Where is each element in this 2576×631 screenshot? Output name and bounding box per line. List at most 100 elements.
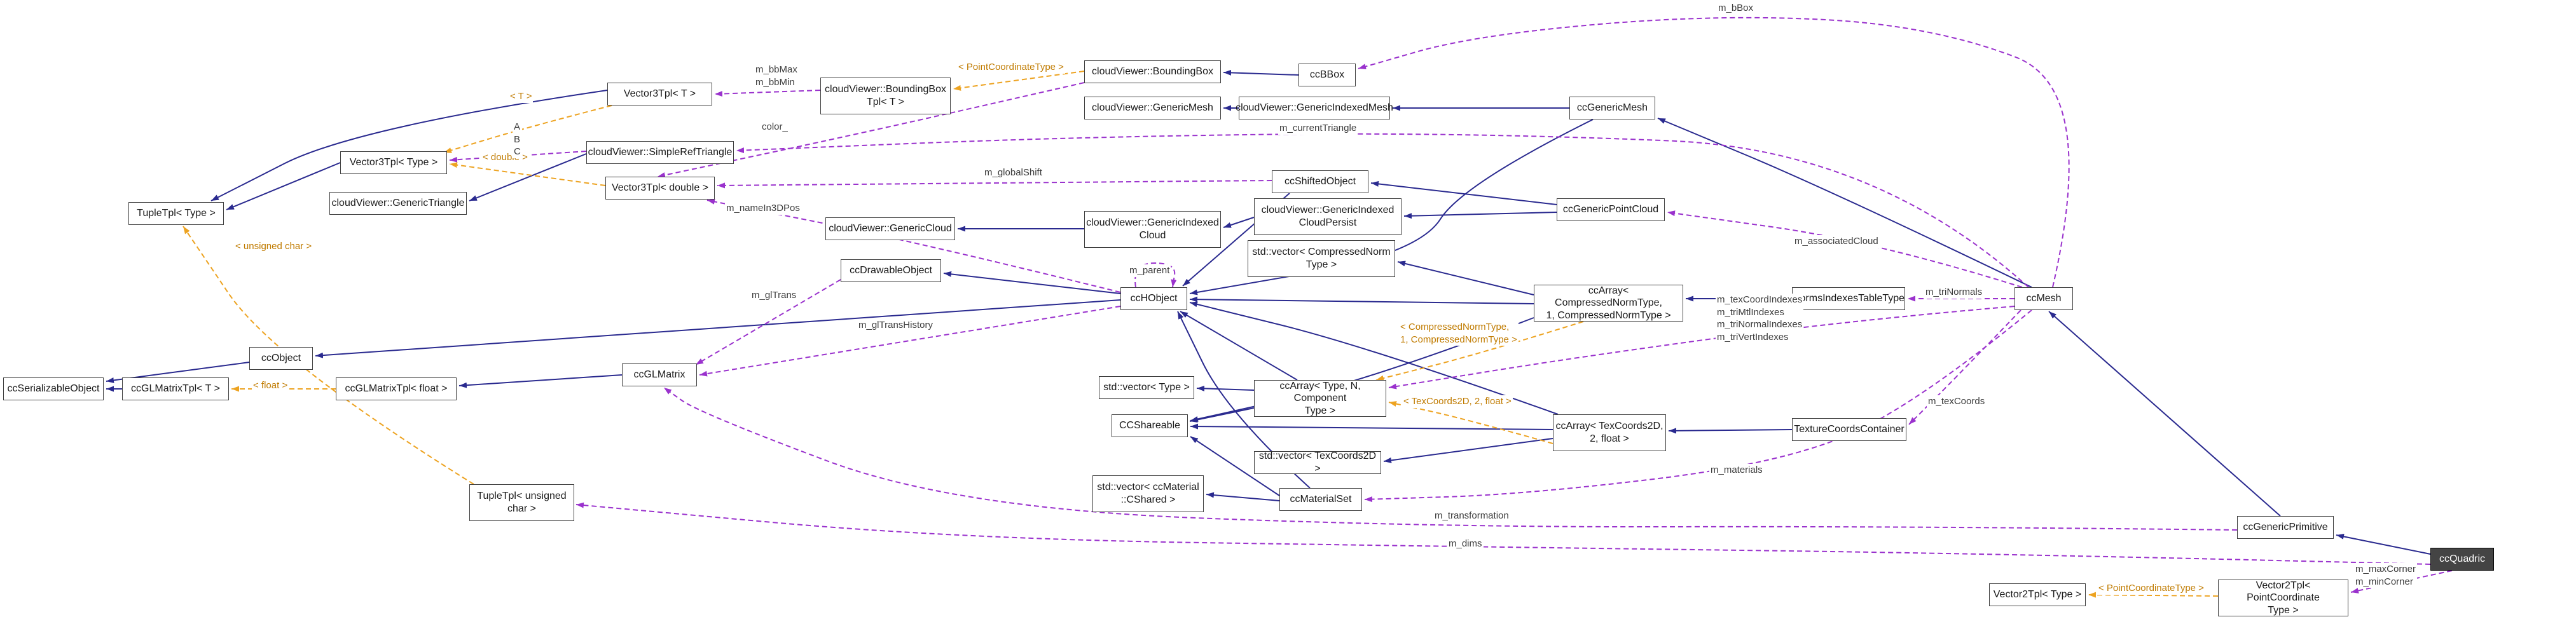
- edge-shifted-to-vec3_double: [717, 180, 1272, 189]
- edge-ccmesh-to-simpletri: [736, 133, 2029, 288]
- edge-ccmesh-to-ccbbox: [1358, 17, 2070, 288]
- edge-ccarray_tpl-to-cchobject: [1180, 311, 1298, 381]
- edge-vec3_t-to-vec3_type: [443, 105, 612, 153]
- class-node-shareable[interactable]: CCShareable: [1112, 414, 1188, 437]
- class-node-vec2_type[interactable]: Vector2Tpl< Type >: [1989, 583, 2086, 606]
- edge-ccarray_cnorm-to-cchobject: [1189, 296, 1534, 304]
- edge-label-m-namein3dpos: m_nameIn3DPos: [725, 202, 801, 215]
- class-node-ccarray_tex[interactable]: ccArray< TexCoords2D, 2, float >: [1553, 414, 1666, 451]
- class-node-genidxcloudpersist[interactable]: cloudViewer::GenericIndexed CloudPersist: [1254, 198, 1402, 235]
- edge-label-color: color_: [761, 121, 789, 133]
- class-node-vec2_pct[interactable]: Vector2Tpl< PointCoordinate Type >: [2218, 580, 2348, 616]
- edge-label-m-texcoords: m_texCoords: [1927, 395, 1987, 408]
- class-node-ccarray_tpl[interactable]: ccArray< Type, N, Component Type >: [1254, 380, 1386, 417]
- edge-ccquadric-to-ccgenprim: [2336, 533, 2431, 555]
- edge-label-m-gltrans: m_glTrans: [750, 289, 798, 302]
- class-node-vec_material[interactable]: std::vector< ccMaterial ::CShared >: [1092, 475, 1204, 512]
- edge-bbox-to-vec3_double: [657, 82, 1085, 178]
- class-node-genidxcloud[interactable]: cloudViewer::GenericIndexed Cloud: [1084, 211, 1221, 248]
- class-node-simpletri[interactable]: cloudViewer::SimpleRefTriangle: [586, 141, 734, 164]
- edge-label-m-maxcorner: m_maxCorner m_minCorner: [2354, 563, 2418, 588]
- edge-glmatrix-to-glmat_float: [458, 374, 623, 388]
- class-node-bbox[interactable]: cloudViewer::BoundingBox: [1084, 60, 1221, 83]
- edge-label-pointcoordinatetype: < PointCoordinateType >: [2097, 582, 2205, 595]
- class-node-serializable[interactable]: ccSerializableObject: [3, 377, 104, 400]
- edge-label-m-associatedcloud: m_associatedCloud: [1793, 235, 1880, 248]
- edge-drawable-to-glmatrix: [695, 279, 841, 365]
- class-node-tuple_type[interactable]: TupleTpl< Type >: [128, 202, 224, 225]
- class-node-cchobject[interactable]: ccHObject: [1120, 287, 1187, 310]
- class-node-materialset[interactable]: ccMaterialSet: [1279, 488, 1362, 511]
- class-node-vec_type[interactable]: std::vector< Type >: [1099, 376, 1194, 399]
- edge-ccarray_tpl-to-vec_type: [1196, 385, 1255, 391]
- class-node-normstable[interactable]: NormsIndexesTableType: [1792, 287, 1905, 310]
- class-node-ccgenpc[interactable]: ccGenericPointCloud: [1557, 198, 1665, 221]
- edge-vec3_type-to-tuple_type: [226, 162, 341, 210]
- edge-label-texcoords2d-2-float: < TexCoords2D, 2, float >: [1402, 395, 1513, 408]
- edge-ccmesh-to-ccgenmesh: [1657, 118, 2032, 288]
- edge-ccmesh-to-ccarray_tpl: [1388, 306, 2015, 390]
- class-node-vec3_type[interactable]: Vector3Tpl< Type >: [340, 151, 447, 174]
- edge-tuple_uchar-to-tuple_type: [183, 226, 474, 485]
- class-node-tuple_uchar[interactable]: TupleTpl< unsigned char >: [469, 484, 574, 521]
- edge-label-pointcoordinatetype: < PointCoordinateType >: [957, 61, 1065, 74]
- edge-vec3_double-to-vec3_type: [449, 162, 606, 186]
- class-node-ccbbox[interactable]: ccBBox: [1298, 64, 1356, 86]
- class-node-ccquadric: ccQuadric: [2430, 548, 2494, 571]
- edge-label-m-currenttriangle: m_currentTriangle: [1278, 122, 1358, 135]
- class-node-ccobject[interactable]: ccObject: [249, 347, 313, 370]
- class-node-ccgenprim[interactable]: ccGenericPrimitive: [2237, 516, 2334, 539]
- edge-label-m-trinormals: m_triNormals: [1924, 286, 1984, 299]
- class-node-texcontainer[interactable]: TextureCoordsContainer: [1792, 418, 1906, 441]
- edge-label-m-texcoordindexes: m_texCoordIndexes m_triMtlIndexes m_triN…: [1716, 294, 1804, 343]
- edge-ccarray_tex-to-vec_tex: [1383, 438, 1553, 463]
- class-node-gencloud[interactable]: cloudViewer::GenericCloud: [825, 217, 955, 240]
- edge-ccarray_tex-to-ccarray_tpl: [1388, 401, 1553, 444]
- edge-label-t: < T >: [509, 90, 534, 103]
- class-node-gentri[interactable]: cloudViewer::GenericTriangle: [329, 192, 467, 215]
- edge-cchobject-to-ccobject: [315, 299, 1121, 358]
- edge-texcontainer-to-ccarray_tex: [1668, 428, 1793, 434]
- class-node-ccmesh[interactable]: ccMesh: [2015, 287, 2073, 310]
- edge-label-m-dims: m_dims: [1447, 538, 1484, 550]
- edge-materialset-to-shareable: [1190, 436, 1280, 496]
- class-node-ccgenmesh[interactable]: ccGenericMesh: [1569, 97, 1655, 119]
- edge-label-m-transformation: m_transformation: [1433, 510, 1510, 522]
- edge-bbox-to-bboxtpl: [953, 71, 1085, 91]
- class-node-bboxtpl[interactable]: cloudViewer::BoundingBox Tpl< T >: [820, 78, 951, 114]
- class-node-drawable[interactable]: ccDrawableObject: [841, 259, 941, 282]
- edge-label-m-bbox: m_bBox: [1717, 2, 1755, 15]
- class-node-ccarray_cnorm[interactable]: ccArray< CompressedNormType, 1, Compress…: [1534, 285, 1683, 322]
- class-node-vec_tex[interactable]: std::vector< TexCoords2D >: [1254, 451, 1381, 474]
- class-node-genidxmesh[interactable]: cloudViewer::GenericIndexedMesh: [1236, 97, 1393, 119]
- edge-ccarray_tpl-to-shareable: [1189, 407, 1255, 423]
- edge-ccgenprim-to-ccmesh: [2048, 311, 2281, 517]
- edge-ccarray_tex-to-shareable: [1190, 423, 1553, 430]
- edge-label-float: < float >: [252, 379, 289, 392]
- class-node-glmat_float[interactable]: ccGLMatrixTpl< float >: [336, 377, 457, 400]
- class-node-vec3_t[interactable]: Vector3Tpl< T >: [607, 83, 712, 105]
- edge-simpletri-to-gentri: [469, 153, 587, 201]
- class-node-glmat_t[interactable]: ccGLMatrixTpl< T >: [122, 377, 229, 400]
- edge-label-compressednormtype: < CompressedNormType, 1, CompressedNormT…: [1399, 321, 1519, 346]
- edge-label-m-materials: m_materials: [1709, 464, 1764, 477]
- edge-label-unsigned-char: < unsigned char >: [234, 240, 313, 253]
- edge-ccquadric-to-tuple_uchar: [575, 502, 2431, 565]
- class-node-shifted[interactable]: ccShiftedObject: [1272, 170, 1368, 193]
- edge-label-a: A B C: [513, 121, 522, 158]
- edge-cchobject-to-drawable: [943, 271, 1121, 294]
- edge-label-m-bbmax: m_bbMax m_bbMin: [754, 64, 799, 88]
- edge-bboxtpl-to-vec3_t: [714, 90, 821, 97]
- edge-materialset-to-vec_material: [1206, 492, 1280, 501]
- edge-ccarray_cnorm-to-ccarray_tpl: [1375, 321, 1584, 381]
- class-node-vec_cnorm[interactable]: std::vector< CompressedNorm Type >: [1248, 240, 1395, 277]
- edge-ccarray_cnorm-to-vec_cnorm: [1397, 261, 1534, 295]
- class-node-vec3_double[interactable]: Vector3Tpl< double >: [605, 177, 715, 200]
- edge-cchobject-to-glmatrix: [699, 306, 1121, 377]
- class-node-glmatrix[interactable]: ccGLMatrix: [622, 363, 697, 386]
- edge-ccbbox-to-bbox: [1223, 69, 1299, 76]
- class-node-genmesh[interactable]: cloudViewer::GenericMesh: [1084, 97, 1221, 119]
- edge-genidxcloudpersist-to-genidxcloud: [1223, 217, 1255, 228]
